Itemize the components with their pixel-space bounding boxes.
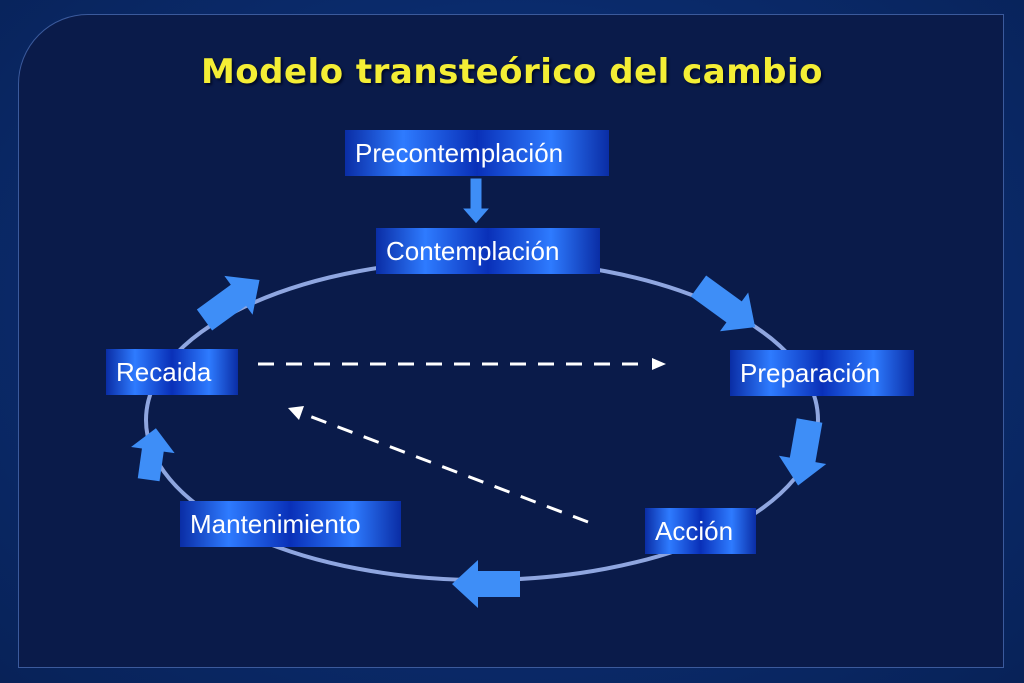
- arrow-down-right-icon: [778, 418, 827, 486]
- arrow-right-down-icon: [690, 275, 756, 332]
- dashed-arrow-action-to-relapse: [303, 412, 589, 524]
- stage-recaida: Recaida: [106, 349, 238, 395]
- arrow-left-icon: [452, 560, 520, 608]
- arrow-up-icon: [131, 428, 175, 482]
- stage-precontemplacion: Precontemplación: [345, 130, 609, 176]
- stage-preparacion: Preparación: [730, 350, 914, 396]
- stage-mantenimiento: Mantenimiento: [180, 501, 401, 547]
- arrow-up-right-icon: [196, 275, 260, 331]
- content-panel: [18, 14, 1004, 668]
- dashed-arrowhead-up-left-icon: [288, 406, 304, 420]
- dashed-arrowhead-right-icon: [652, 358, 666, 370]
- stage-accion: Acción: [645, 508, 756, 554]
- slide-title: Modelo transteórico del cambio: [200, 52, 824, 92]
- stage-contemplacion: Contemplación: [376, 228, 600, 274]
- arrow-down-icon: [460, 177, 492, 225]
